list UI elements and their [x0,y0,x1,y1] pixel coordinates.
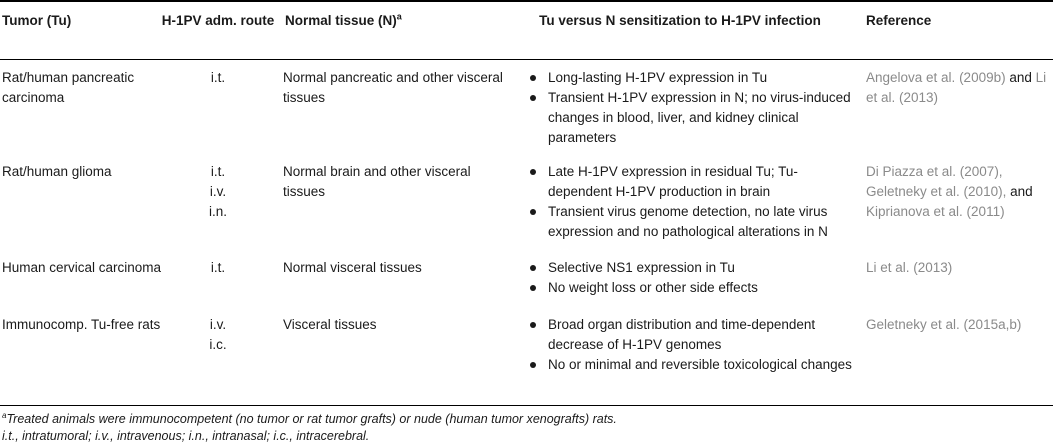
row4-effect: Broad organ distribution and time-depend… [528,315,858,355]
row1-effects: Long-lasting H-1PV expression in Tu Tran… [528,68,858,148]
header-tumor: Tumor (Tu) [2,13,72,28]
row3-tumor: Human cervical carcinoma [2,260,162,275]
row3-reference: Li et al. (2013) [866,258,1052,278]
row4-effects: Broad organ distribution and time-depend… [528,315,858,375]
row1-normal-tissue: Normal pancreatic and other visceral tis… [283,70,503,105]
reference-link[interactable]: Di Piazza et al. (2007), [866,164,1003,179]
table-bottom-rule [0,405,1053,406]
reference-link[interactable]: Kiprianova et al. (2011) [866,204,1005,219]
table-header-rule [0,59,1053,60]
header-sensitization: Tu versus N sensitization to H-1PV infec… [539,13,821,28]
route-item: i.c. [209,337,227,352]
row2-tumor: Rat/human glioma [2,164,112,179]
row3-effect: Selective NS1 expression in Tu [528,258,858,278]
row4-route: i.v. i.c. [168,315,268,355]
route-item: i.v. [209,317,227,332]
reference-link[interactable]: Geletneky et al. (2010), [866,184,1007,199]
row2-effect: Transient virus genome detection, no lat… [528,202,858,242]
header-route: H-1PV adm. route [161,13,275,28]
reference-link[interactable]: Angelova et al. (2009b) [866,70,1006,85]
route-item: i.v. [209,184,227,199]
row1-tumor: Rat/human pancreatic carcinoma [2,70,135,105]
row2-normal-tissue: Normal brain and other visceral tissues [283,164,471,199]
reference-link[interactable]: Geletneky et al. (2015a,b) [866,317,1022,332]
row1-effect: Transient H-1PV expression in N; no viru… [528,88,858,148]
row4-tumor: Immunocomp. Tu-free rats [2,317,161,332]
row3-normal-tissue: Normal visceral tissues [283,260,422,275]
row2-effects: Late H-1PV expression in residual Tu; Tu… [528,162,858,242]
table-top-rule [0,0,1053,2]
footnote-a: aTreated animals were immunocompetent (n… [2,411,617,428]
reference-join: and [1006,184,1033,199]
row3-effect: No weight loss or other side effects [528,278,858,298]
route-item: i.t. [210,164,226,179]
route-item: i.n. [208,204,227,219]
row1-route: i.t. [210,70,226,85]
header-reference: Reference [866,13,932,28]
footnote-a-marker: a [2,410,7,420]
row3-route: i.t. [210,260,226,275]
row4-reference: Geletneky et al. (2015a,b) [866,315,1052,335]
row4-normal-tissue: Visceral tissues [283,317,377,332]
row1-reference: Angelova et al. (2009b) and Li et al. (2… [866,68,1052,108]
reference-join: and [1005,70,1036,85]
row3-effects: Selective NS1 expression in Tu No weight… [528,258,858,298]
header-normal-tissue-label: Normal tissue (N) [285,13,397,28]
header-normal-tissue: Normal tissue (N)a [285,10,525,31]
row2-route: i.t. i.v. i.n. [168,162,268,222]
reference-link[interactable]: Li et al. (2013) [866,70,1047,105]
row2-effect: Late H-1PV expression in residual Tu; Tu… [528,162,858,202]
footnote-a-text: Treated animals were immunocompetent (no… [6,412,617,426]
header-footnote-marker: a [396,11,402,22]
row4-effect: No or minimal and reversible toxicologic… [528,355,858,375]
footnote-abbreviations: i.t., intratumoral; i.v., intravenous; i… [2,429,370,443]
reference-link[interactable]: Li et al. (2013) [866,260,953,275]
row1-effect: Long-lasting H-1PV expression in Tu [528,68,858,88]
row2-reference: Di Piazza et al. (2007), Geletneky et al.… [866,162,1052,222]
